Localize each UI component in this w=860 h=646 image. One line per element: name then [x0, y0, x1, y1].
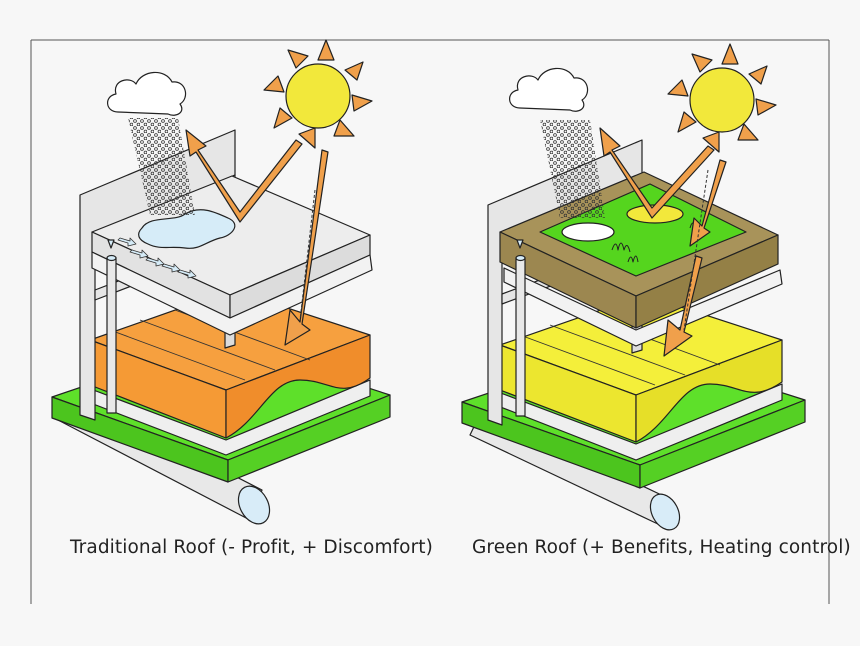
reflection-arrow-icon: [185, 129, 303, 223]
traditional-roof-illustration: [51, 39, 391, 525]
sun-icon: [263, 39, 373, 149]
drain-pipe-icon: [106, 239, 117, 414]
traditional-roof-caption: Traditional Roof (- Profit, + Discomfort…: [70, 537, 433, 558]
heat-arrow-icon: [689, 159, 727, 247]
outer-frame: [30, 39, 830, 604]
rain-icon: [128, 118, 195, 215]
rain-icon: [540, 120, 605, 218]
heat-arrow-icon: [663, 255, 703, 357]
cloud-icon: [107, 71, 187, 116]
sun-icon: [667, 43, 777, 153]
green-roof-illustration: [461, 43, 806, 531]
runoff-arrows: [117, 237, 197, 279]
green-roof-caption: Green Roof (+ Benefits, Heating control): [472, 537, 851, 558]
drain-pipe-icon: [515, 239, 526, 417]
roof-slab: [503, 267, 783, 347]
grass-surface: [539, 183, 747, 277]
cloud-icon: [509, 67, 589, 112]
water-puddle-icon: [561, 222, 615, 242]
reflection-arrow-icon: [599, 127, 715, 219]
heat-arrow-icon: [284, 149, 329, 346]
